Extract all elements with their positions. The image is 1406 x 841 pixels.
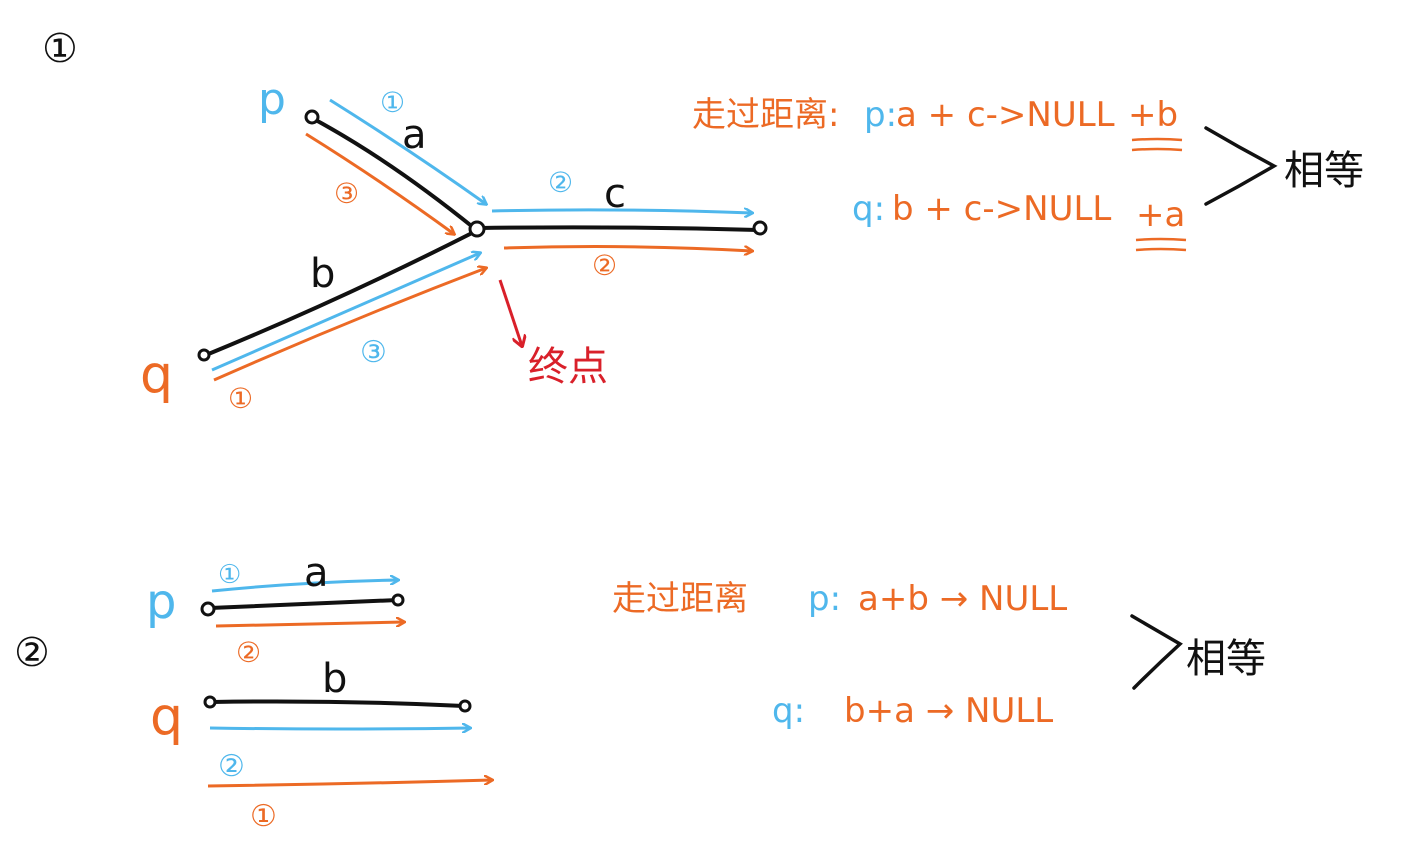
case2-q-label: q: [772,691,805,731]
case2-result: 相等 [1186,636,1266,682]
case1-p-step2-mark: ② [548,166,573,199]
case1-segment-c-line [478,225,760,232]
case1-pointer-q: q [140,345,173,405]
case1-q-step2-mark: ② [592,249,617,282]
case1-q-label: q: [852,189,885,229]
case1-p-step2-arrow [491,210,752,213]
case2-node-a-end [391,593,405,607]
case2-segment-a-line [208,598,400,610]
case1-distance-prefix: 走过距离: [692,95,839,135]
case1-p-step1-mark: ① [380,86,405,119]
case1-q-step3-mark: ③ [334,177,359,210]
case2-node-p-start [200,601,216,617]
case2-node-q-start [203,695,217,709]
case1-node-q-start [197,348,211,362]
case2-q-step2-mark: ② [236,636,261,669]
case1-q-extra-underline [1135,237,1187,252]
case2-p-step1-arrow [211,580,398,593]
case2-segment-a-label: a [304,550,329,596]
case2-segment-b-line [210,699,466,708]
case1-q-step1-arrow [213,268,486,382]
case1-section-mark: ① [42,26,78,72]
case1-diagram: ① 终点 p q a b c ① ② ③ ③ ① ② [42,26,1364,415]
case1-brace [1204,126,1278,206]
case2-p-label: p: [808,579,841,619]
case2-node-b-end [458,699,472,713]
case1-p-path: a + c->NULL [896,95,1115,135]
case1-pointer-p: p [258,74,286,125]
case2-q-step1-arrow [207,780,492,788]
case2-q-step1-mark: ① [250,799,277,834]
case2-brace [1130,614,1183,690]
case2-p-step1-mark: ① [218,560,241,590]
case1-p-step3-mark: ③ [360,335,387,370]
case1-node-p-start [304,109,320,125]
case1-segment-a-line [310,116,476,230]
case2-section-mark: ② [14,630,50,676]
case1-q-step3-arrow [305,132,454,234]
case1-p-step1-arrow [329,98,486,204]
case1-p-label: p: [864,95,897,135]
case2-p-path: a+b → NULL [858,579,1067,619]
case2-p-step2-mark: ② [218,749,245,784]
case1-segment-b-label: b [310,251,335,297]
case1-q-path: b + c->NULL [892,189,1111,229]
case1-result: 相等 [1284,148,1364,194]
case2-q-path: b+a → NULL [844,691,1053,731]
case1-segment-b-line [204,230,476,357]
case1-segment-a-label: a [402,112,427,158]
case1-endpoint-arrow [498,279,522,346]
case2-pointer-p: p [146,574,176,630]
case1-p-extra-underline [1131,137,1183,152]
case1-node-end [752,220,768,236]
case2-segment-b-label: b [322,656,347,702]
case1-p-step3-arrow [211,253,480,372]
case2-q-step2-arrow [215,622,404,628]
case1-q-step2-arrow [503,245,752,251]
case2-p-step2-arrow [209,728,470,729]
case1-node-intersection [468,220,486,238]
case1-q-extra: +a [1136,195,1185,235]
case1-p-extra: +b [1128,95,1178,135]
case1-endpoint-label: 终点 [528,344,608,390]
case1-q-step1-mark: ① [228,382,253,415]
case2-pointer-q: q [150,687,183,747]
case1-segment-c-label: c [604,171,626,217]
case2-distance-prefix: 走过距离 [612,579,748,619]
case2-diagram: ② p q a b ① ② ② ① 走过距离 p: a+b → NULL q: … [14,550,1266,834]
